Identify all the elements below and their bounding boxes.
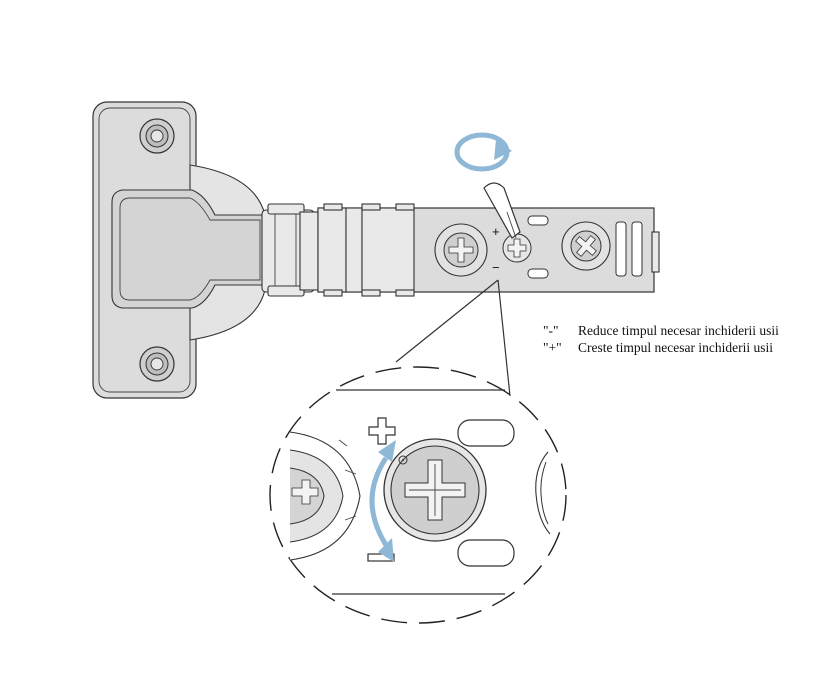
- minus-mark-small: −: [492, 260, 500, 275]
- legend-key-minus: "-": [543, 323, 559, 338]
- adjust-arrow-icon: [369, 440, 396, 562]
- plus-mark-small: +: [492, 224, 500, 239]
- screw-right: [561, 221, 611, 271]
- mounting-plate: [92, 101, 269, 399]
- screw-hole-bottom: [139, 346, 175, 382]
- legend-row-minus: "-" Reduce timpul necesar inchiderii usi…: [543, 322, 779, 339]
- legend-text-plus: Creste timpul necesar inchiderii usii: [578, 340, 773, 355]
- minus-icon: [367, 553, 395, 562]
- screw-hole-top: [139, 118, 175, 154]
- screwdriver-icon: [483, 182, 521, 239]
- legend-row-plus: "+" Creste timpul necesar inchiderii usi…: [543, 339, 779, 356]
- legend: "-" Reduce timpul necesar inchiderii usi…: [543, 322, 779, 356]
- plus-icon: [368, 417, 396, 445]
- adjustment-screw-small: [502, 233, 532, 263]
- legend-key-plus: "+": [543, 340, 562, 355]
- magnified-view: [269, 366, 567, 624]
- legend-text-minus: Reduce timpul necesar inchiderii usii: [578, 323, 779, 338]
- hinge-linkage: [261, 203, 321, 297]
- screw-left: [434, 223, 488, 277]
- rotate-arrow-icon: [454, 132, 512, 172]
- magnify-leader-lines: [395, 279, 511, 397]
